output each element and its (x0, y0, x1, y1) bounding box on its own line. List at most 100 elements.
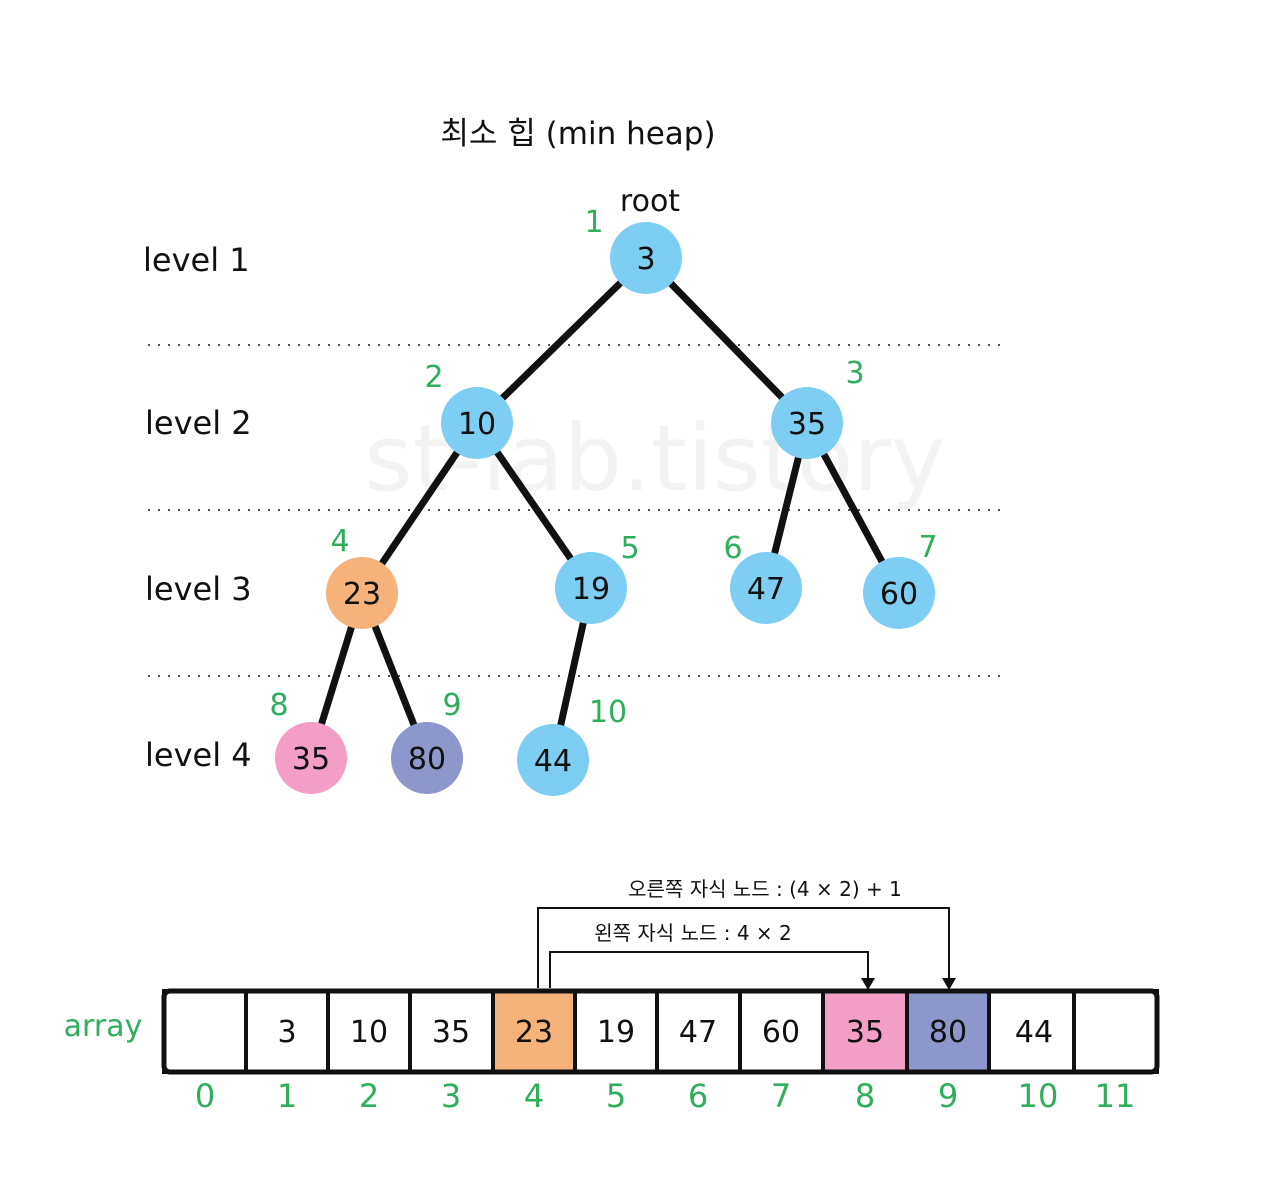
array-index: 0 (195, 1077, 215, 1115)
array-cell-box (162, 989, 248, 1074)
tree-node: 35 8 (269, 688, 347, 794)
right-child-arrowhead (942, 978, 956, 990)
array-index: 9 (938, 1077, 958, 1115)
array-index: 7 (771, 1077, 791, 1115)
node-index: 10 (589, 695, 627, 730)
root-label: root (620, 184, 680, 219)
left-child-connector (549, 951, 869, 988)
tree-edge (473, 254, 650, 427)
tree-node: 60 7 (863, 530, 938, 629)
node-value: 23 (343, 577, 381, 612)
node-value: 3 (636, 242, 655, 277)
array-index: 3 (441, 1077, 461, 1115)
node-index: 6 (723, 531, 742, 566)
node-value: 44 (534, 744, 572, 779)
array-cells: 3 10 35 23 19 47 60 35 (161, 988, 1160, 1075)
array-cell: 44 (987, 989, 1076, 1074)
tree-node: 80 9 (391, 688, 463, 794)
array-cell: 23 (491, 989, 577, 1074)
array-indices: 0 1 2 3 4 5 6 7 8 9 10 11 (195, 1077, 1136, 1115)
node-circle (441, 387, 513, 459)
node-index: 4 (330, 524, 349, 559)
array-cell: 10 (326, 989, 412, 1074)
array-cell: 60 (738, 989, 825, 1074)
array-cell (162, 989, 248, 1074)
array-cell-value: 35 (432, 1015, 470, 1050)
level-label: level 3 (145, 570, 252, 608)
tree-node: 23 4 (326, 524, 398, 629)
node-circle (863, 557, 935, 629)
tree-node: 19 5 (555, 531, 640, 624)
array-cell-value: 44 (1015, 1015, 1053, 1050)
node-circle (326, 557, 398, 629)
node-circle (275, 722, 347, 794)
array-cell-box (326, 989, 412, 1074)
array-outline (161, 988, 1160, 1075)
right-child-connector (537, 907, 950, 988)
left-child-annotation: 왼쪽 자식 노드 : 4 × 2 (594, 921, 792, 945)
level-label: level 4 (145, 736, 252, 774)
node-circle (517, 724, 589, 796)
array-cell-value: 3 (277, 1015, 296, 1050)
node-index: 5 (620, 531, 639, 566)
tree-node: 44 10 (517, 695, 627, 796)
tree-node: 10 2 (424, 360, 513, 459)
array-cell: 35 (821, 989, 909, 1074)
right-child-annotation: 오른쪽 자식 노드 : (4 × 2) + 1 (628, 877, 902, 901)
node-value: 47 (747, 572, 785, 607)
array-cell-value: 47 (679, 1015, 717, 1050)
node-value: 35 (788, 407, 826, 442)
node-index: 8 (269, 688, 288, 723)
array-cell: 19 (573, 989, 659, 1074)
array-index: 8 (855, 1077, 875, 1115)
node-circle (610, 222, 682, 294)
array-index: 10 (1018, 1077, 1059, 1115)
node-circle (771, 387, 843, 459)
child-annotations: 오른쪽 자식 노드 : (4 × 2) + 1 왼쪽 자식 노드 : 4 × 2 (537, 877, 956, 990)
node-index: 7 (918, 530, 937, 565)
node-value: 10 (458, 407, 496, 442)
array-cell: 3 (244, 989, 330, 1074)
array-cell (1072, 989, 1159, 1074)
node-index: 2 (424, 360, 443, 395)
tree-node: 3 1 (584, 205, 682, 294)
array-index: 5 (606, 1077, 626, 1115)
level-label: level 1 (143, 241, 250, 279)
array-cell-value: 23 (515, 1015, 553, 1050)
array-index: 6 (688, 1077, 708, 1115)
node-value: 35 (292, 742, 330, 777)
node-index: 9 (442, 688, 461, 723)
tree-node: 47 6 (723, 531, 802, 624)
node-circle (730, 552, 802, 624)
node-index: 1 (584, 205, 603, 240)
array-index: 4 (524, 1077, 544, 1115)
left-child-arrowhead (861, 978, 875, 990)
array-cell-box (738, 989, 825, 1074)
node-index: 3 (845, 356, 864, 391)
node-value: 60 (880, 577, 918, 612)
tree-nodes: 3 1 10 2 35 3 23 4 19 5 47 6 (269, 205, 938, 796)
diagram-title: 최소 힙 (min heap) (440, 116, 715, 152)
array-cell-value: 35 (846, 1015, 884, 1050)
array-cell-value: 60 (762, 1015, 800, 1050)
level-label: level 2 (145, 404, 252, 442)
array-cell-box (987, 989, 1076, 1074)
node-value: 19 (572, 572, 610, 607)
array-cell: 35 (408, 989, 495, 1074)
node-value: 80 (408, 742, 446, 777)
array-index: 11 (1095, 1077, 1136, 1115)
tree-node: 35 3 (771, 356, 865, 459)
tree-edge (642, 254, 811, 427)
array-label: array (64, 1009, 143, 1044)
node-circle (391, 722, 463, 794)
array-cell-value: 19 (597, 1015, 635, 1050)
array-cell: 80 (905, 989, 991, 1074)
array-cell: 47 (655, 989, 742, 1074)
node-circle (555, 552, 627, 624)
array-cell-box (491, 989, 577, 1074)
array-cell-box (1072, 989, 1159, 1074)
array-cell-value: 80 (929, 1015, 967, 1050)
array-index: 1 (277, 1077, 297, 1115)
array-index: 2 (359, 1077, 379, 1115)
